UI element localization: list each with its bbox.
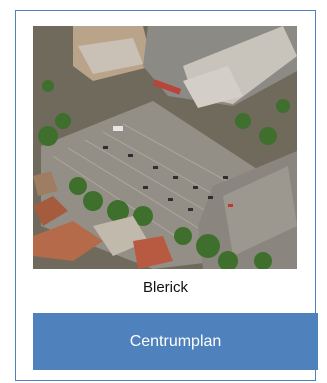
aerial-photo-art [33,26,297,269]
caption-blerick: Blerick [142,279,188,296]
aerial-photo[interactable] [33,26,297,269]
centrumplan-button[interactable]: Centrumplan [33,313,318,370]
card-frame: Blerick Centrumplan [15,10,318,381]
